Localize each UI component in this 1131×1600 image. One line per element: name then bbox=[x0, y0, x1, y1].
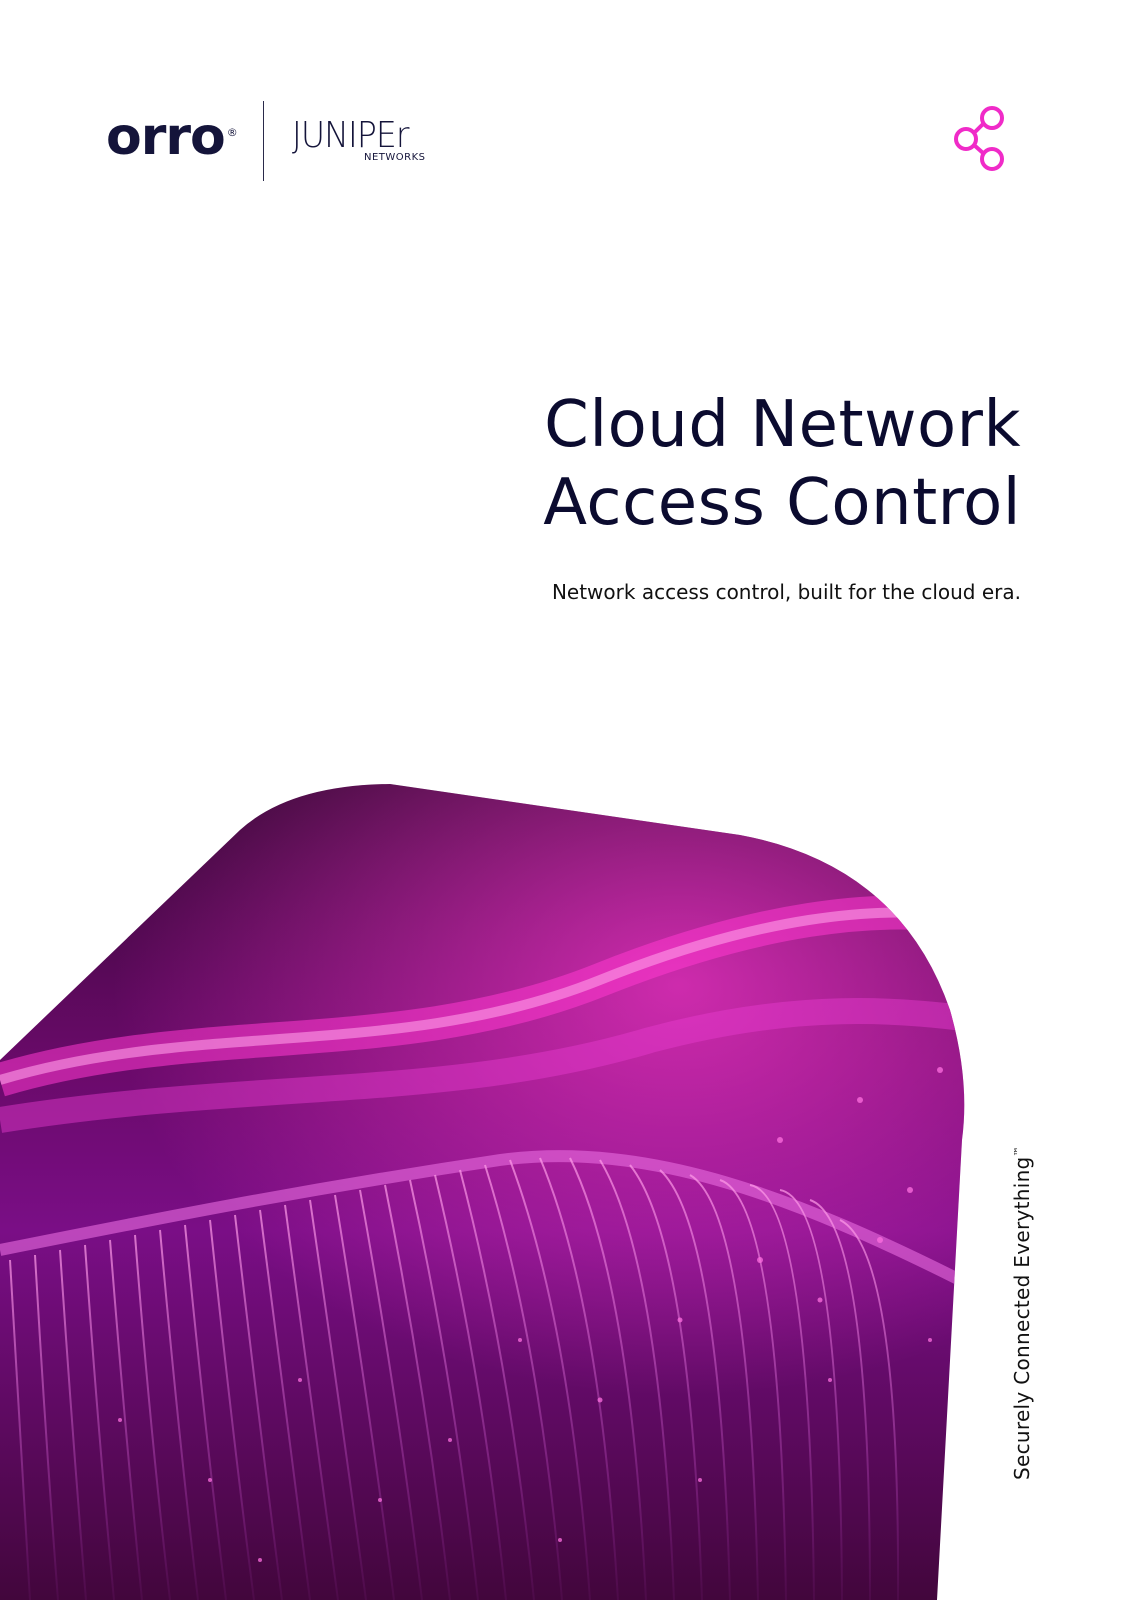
juniper-networks-subtext: NETWORKS bbox=[364, 152, 426, 163]
share-icon[interactable] bbox=[952, 106, 1027, 176]
orro-logo-text: orro bbox=[106, 107, 226, 167]
title-line-2: Access Control bbox=[543, 466, 1021, 540]
tagline-vertical: Securely Connected Everything™ bbox=[1010, 1146, 1034, 1480]
juniper-logo-text: JUNIPEr bbox=[292, 115, 410, 156]
tagline-text: Securely Connected Everything bbox=[1010, 1156, 1034, 1480]
subtitle: Network access control, built for the cl… bbox=[551, 580, 1021, 604]
page-title: Cloud Network Access Control bbox=[543, 386, 1021, 542]
trademark-mark: ™ bbox=[1013, 1146, 1025, 1157]
juniper-networks-logo: JUNIPEr NETWORKS bbox=[292, 115, 425, 164]
header: orro® JUNIPEr NETWORKS bbox=[0, 0, 1131, 200]
orro-logo: orro® bbox=[106, 111, 238, 163]
registered-mark: ® bbox=[226, 126, 238, 139]
hero-network-wave-image bbox=[0, 784, 965, 1600]
logo-divider bbox=[263, 101, 264, 181]
title-line-1: Cloud Network bbox=[544, 388, 1021, 462]
